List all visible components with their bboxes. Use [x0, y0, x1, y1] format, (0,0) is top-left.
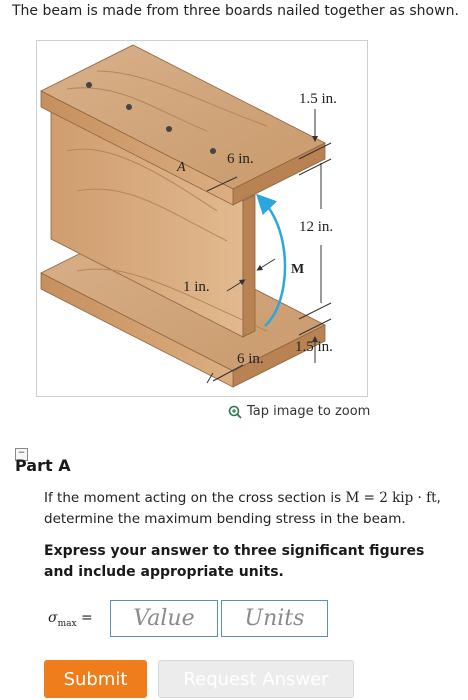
moment-arrow [256, 193, 287, 327]
label-flange-width-bottom: 6 in. [237, 351, 264, 367]
beam-diagram: 1.5 in. 6 in. A 12 in. M 1 in. 1.5 in. 6… [40, 44, 337, 388]
answer-equals: = [76, 610, 93, 626]
answer-subscript: max [57, 618, 77, 629]
label-bottom-thickness: 1.5 in. [295, 339, 333, 355]
web-front [242, 194, 256, 338]
question-math: M = 2 kip · ft [345, 490, 437, 506]
question-after: , determine the maximum bending stress i… [44, 490, 441, 527]
label-top-thickness: 1.5 in. [299, 91, 337, 107]
label-web-thickness: 1 in. [183, 279, 210, 295]
zoom-icon [228, 405, 242, 419]
beam-figure[interactable]: 1.5 in. 6 in. A 12 in. M 1 in. 1.5 in. 6… [36, 40, 368, 397]
tap-to-zoom-link[interactable]: Tap image to zoom [228, 404, 370, 419]
request-answer-button[interactable]: Request Answer [158, 660, 354, 698]
answer-symbol: σ [48, 610, 58, 626]
problem-intro-text: The beam is made from three boards naile… [12, 3, 459, 19]
label-web-depth: 12 in. [299, 219, 333, 235]
question-before: If the moment acting on the cross sectio… [44, 490, 346, 506]
nail-icon [166, 126, 172, 132]
answer-label: σmax = [48, 610, 93, 629]
nail-icon [210, 148, 216, 154]
question-text: If the moment acting on the cross sectio… [44, 488, 444, 530]
label-moment: M [291, 262, 304, 277]
label-flange-width-top: 6 in. [227, 151, 254, 167]
nail-icon [86, 82, 92, 88]
submit-button[interactable]: Submit [44, 660, 147, 698]
value-input[interactable]: Value [110, 600, 218, 637]
value-placeholder: Value [133, 606, 195, 631]
zoom-label: Tap image to zoom [247, 404, 371, 419]
bottom-flange-side [40, 272, 234, 388]
nail-icon [126, 104, 132, 110]
answer-instruction: Express your answer to three significant… [44, 543, 425, 580]
top-flange-side [40, 90, 234, 206]
units-input[interactable]: Units [221, 600, 328, 637]
part-title: Part A [15, 456, 71, 475]
collapse-part-button[interactable]: − [15, 448, 28, 461]
label-point-a: A [176, 160, 186, 175]
units-placeholder: Units [244, 606, 305, 631]
